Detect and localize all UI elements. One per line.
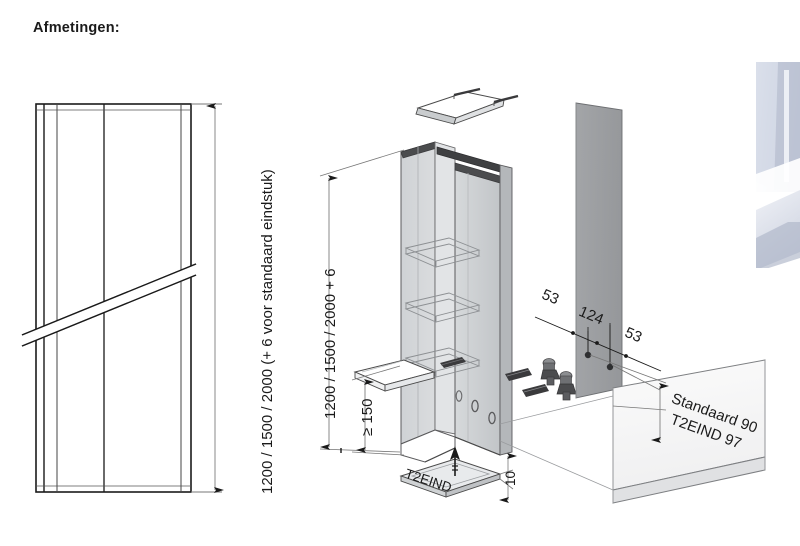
top-end-cap [415,87,519,125]
clearance-dimension [340,365,405,456]
clearance-label: ≥ 150 [359,398,376,436]
elevation-height-label: 1200 / 1500 / 2000 (+ 6 voor standaard e… [259,169,276,494]
wall-panel [575,102,623,399]
elevation-view [21,103,197,493]
isometric-height-label: 1200 / 1500 / 2000 + 6 [322,268,339,419]
mounting-hardware [505,358,577,401]
hole-spacing-dimension [534,316,662,372]
elevation-dimension [191,103,224,493]
plate-thickness-label: 10 [503,470,518,486]
page-title: Afmetingen: [33,20,120,36]
standard-height-dimension [589,354,669,443]
photo-fragment [748,62,800,284]
profile-body [400,141,513,463]
plate-thickness-dimension [499,453,517,503]
